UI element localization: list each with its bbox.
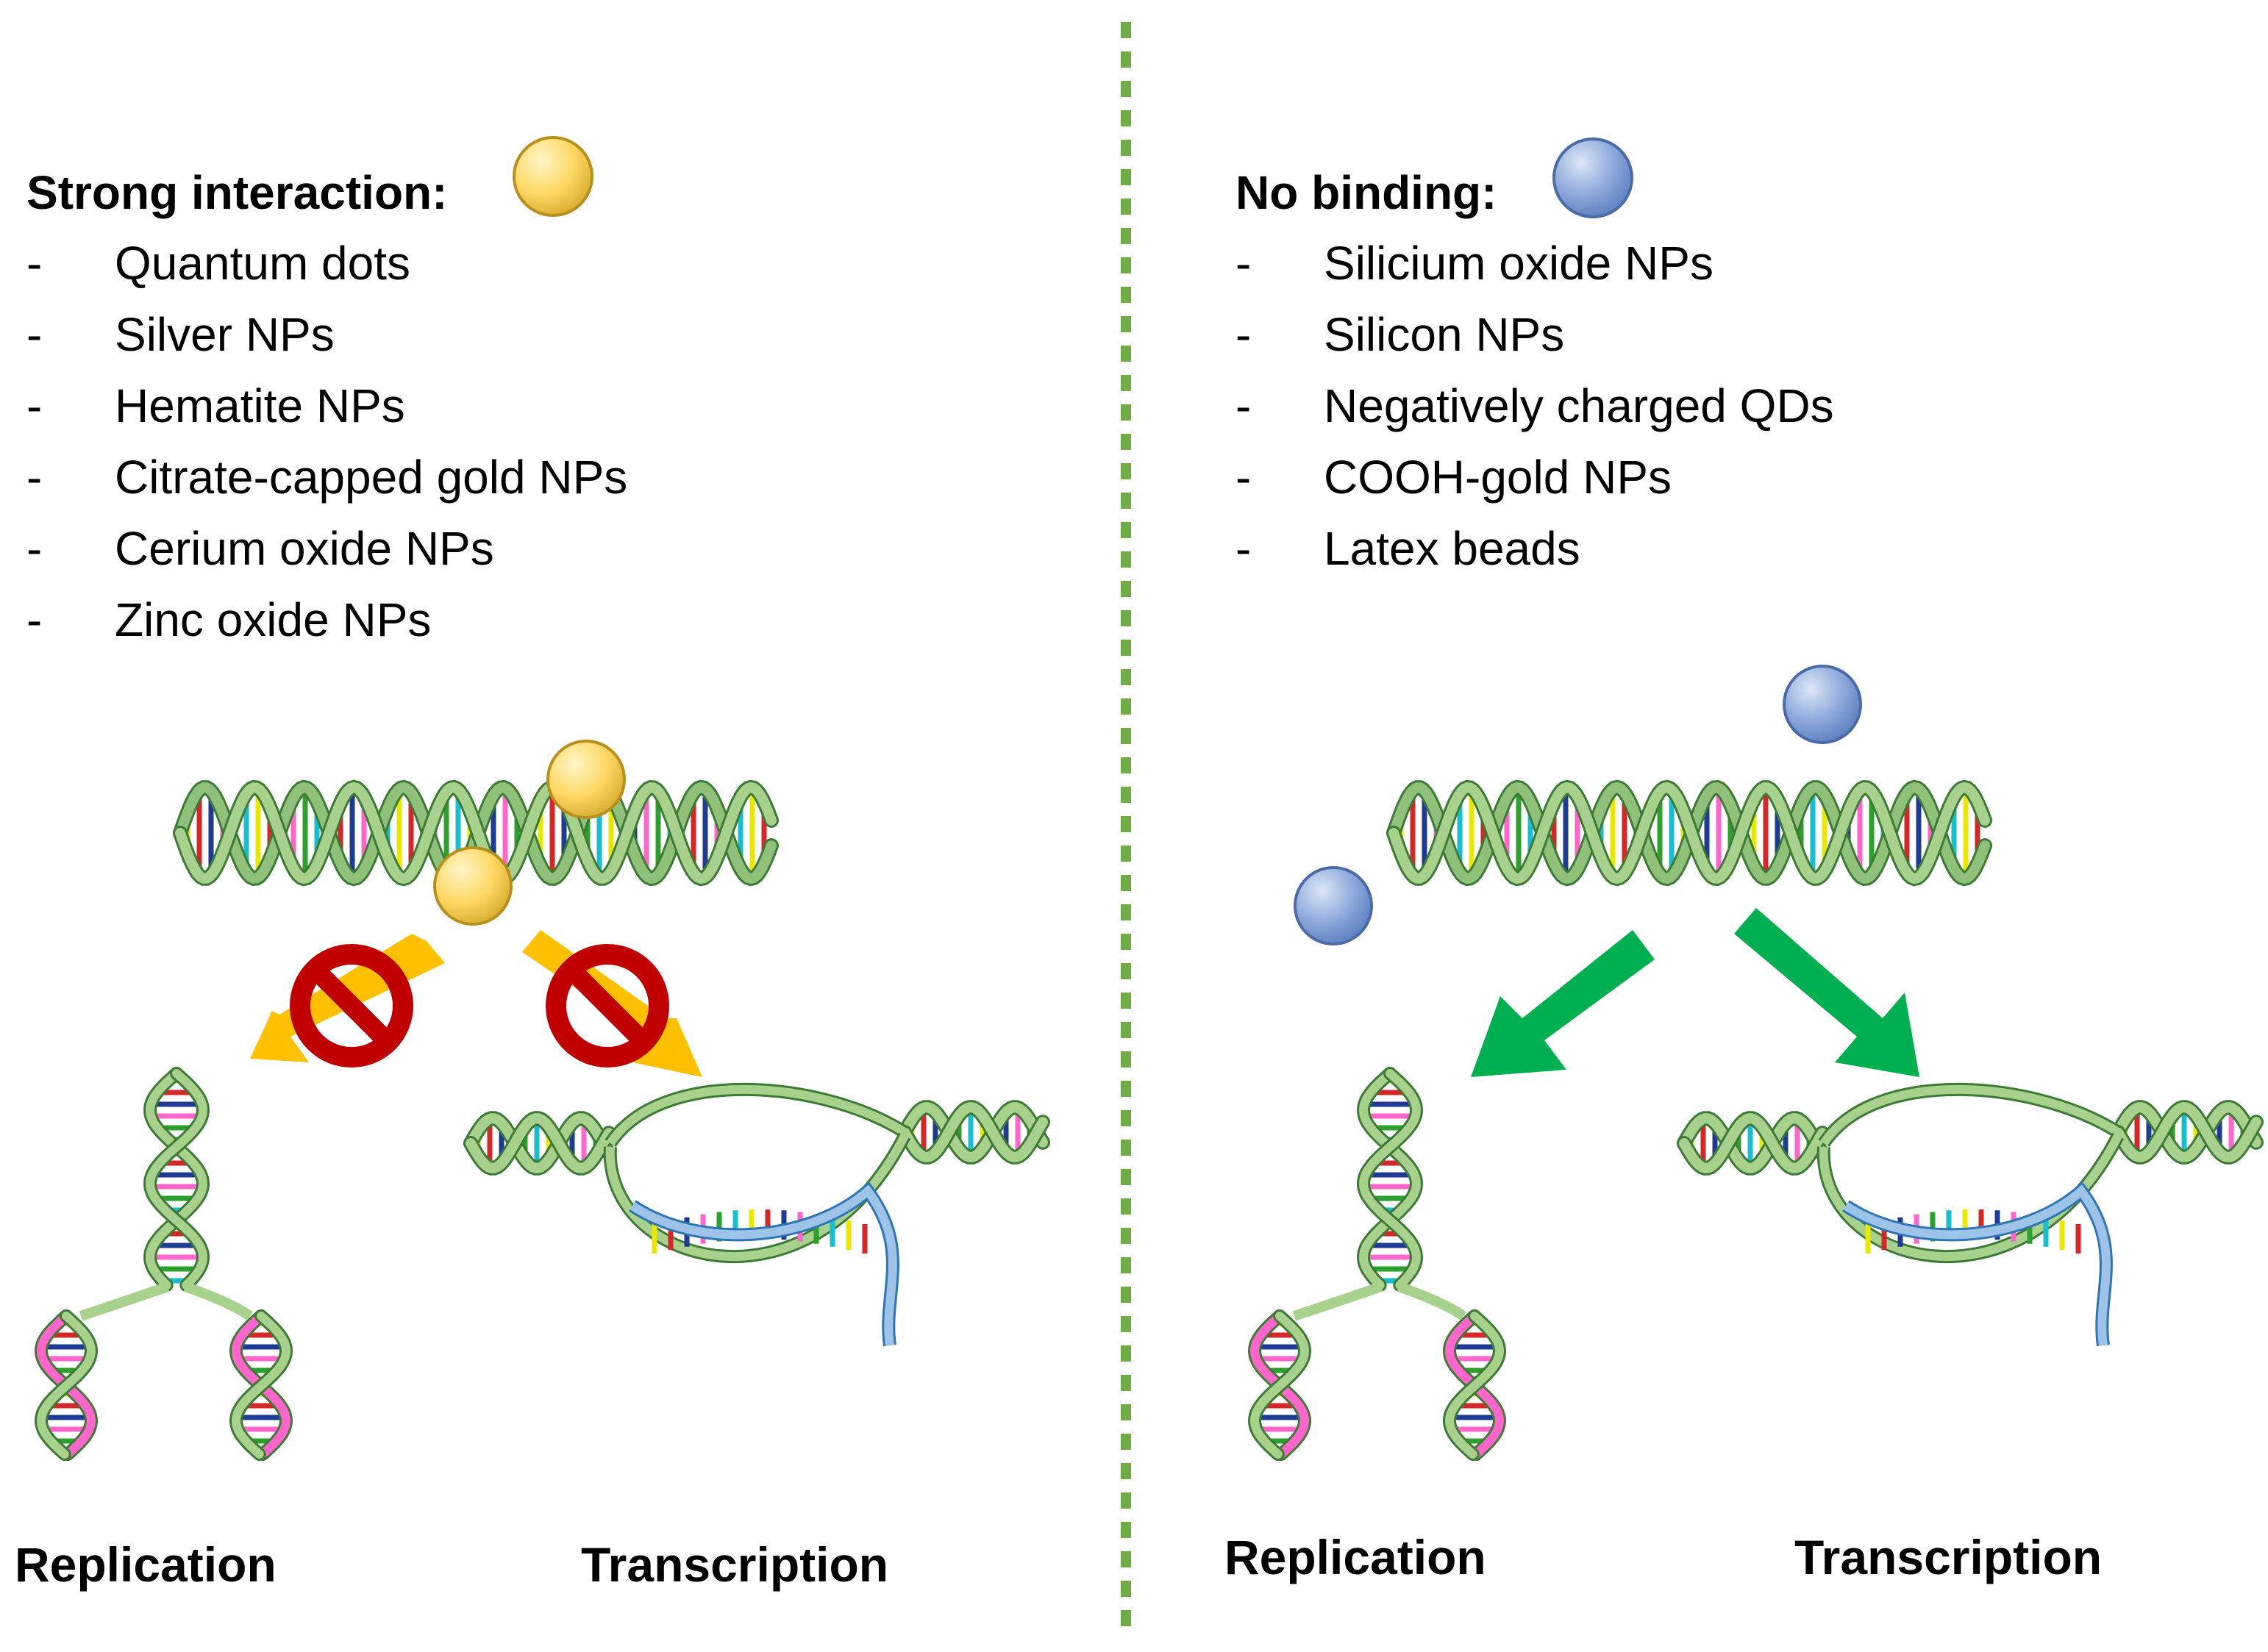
list-item: -Negatively charged QDs	[1235, 379, 1834, 432]
list-item: -Cerium oxide NPs	[26, 522, 494, 575]
prohibition-icon	[546, 944, 669, 1068]
blue-nanoparticle-icon	[1294, 866, 1373, 945]
green-transcription-arrow-icon	[1734, 908, 1919, 1077]
left-replication-label: Replication	[15, 1537, 277, 1592]
heading-gold-nanoparticle-icon	[513, 136, 593, 217]
transcription-bubble-icon	[1677, 1082, 2264, 1347]
blue-nanoparticle-icon	[1783, 665, 1862, 744]
list-item: -Zinc oxide NPs	[26, 593, 432, 646]
list-item: -Silver NPs	[26, 308, 335, 361]
list-item: -Silicon NPs	[1235, 308, 1565, 361]
left-transcription-label: Transcription	[581, 1537, 889, 1592]
list-item: -Hematite NPs	[26, 379, 405, 432]
list-item: -Silicium oxide NPs	[1235, 237, 1714, 290]
list-item: -Latex beads	[1235, 522, 1580, 575]
right-replication-label: Replication	[1224, 1530, 1486, 1584]
list-item: -COOH-gold NPs	[1235, 451, 1672, 504]
list-item: -Citrate-capped gold NPs	[26, 451, 628, 504]
replication-fork-icon	[1247, 1067, 1507, 1461]
dotted-divider	[1121, 22, 1131, 1640]
left-panel-strong-interaction: Strong interaction: -Quantum dots -Silve…	[0, 0, 1118, 1652]
gold-nanoparticle-icon	[546, 740, 626, 819]
right-panel-no-binding: No binding: -Silicium oxide NPs -Silicon…	[1147, 0, 2268, 1652]
prohibition-icon	[290, 944, 413, 1068]
no-binding-list: -Silicium oxide NPs -Silicon NPs -Negati…	[1235, 228, 1834, 584]
transcription-bubble-icon	[463, 1082, 1050, 1347]
dna-helix-icon	[1386, 779, 1992, 887]
green-replication-arrow-icon	[1471, 930, 1655, 1077]
gold-nanoparticle-icon	[433, 846, 513, 926]
strong-interaction-list: -Quantum dots -Silver NPs -Hematite NPs …	[26, 228, 627, 656]
replication-fork-icon	[34, 1067, 293, 1461]
right-transcription-label: Transcription	[1794, 1530, 2103, 1584]
heading-no-binding: No binding:	[1235, 166, 1497, 219]
heading-blue-nanoparticle-icon	[1552, 137, 1633, 218]
list-item: -Quantum dots	[26, 237, 410, 290]
heading-strong-interaction: Strong interaction:	[26, 166, 448, 219]
